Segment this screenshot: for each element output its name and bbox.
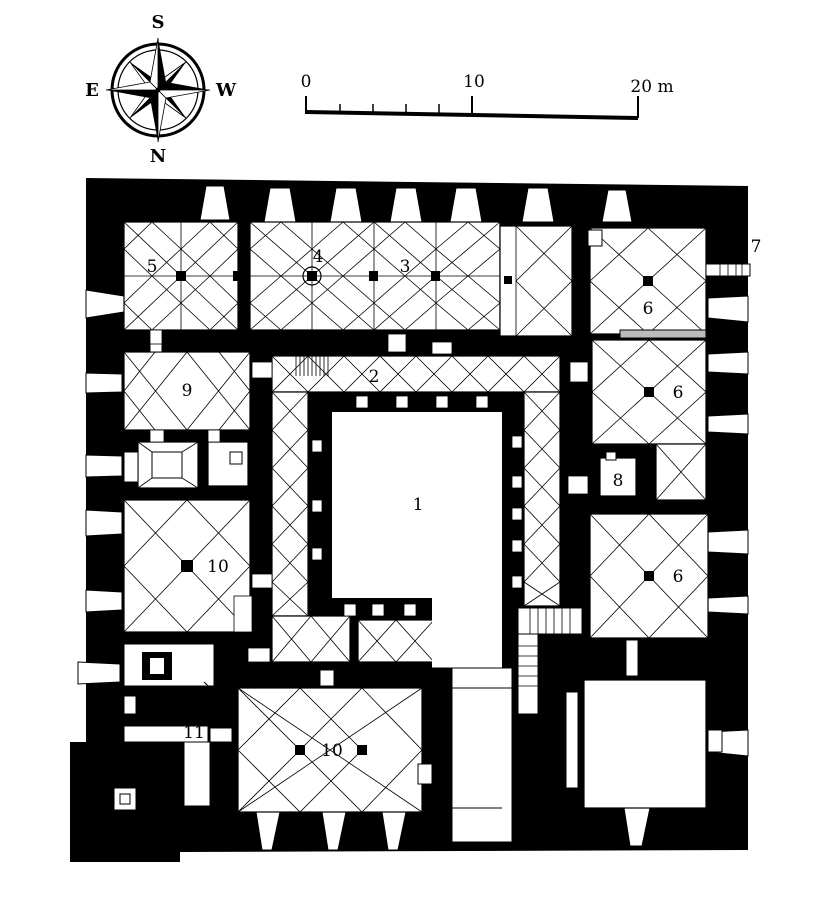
room-3-annex [499,225,573,337]
room-label-6-bottom: 6 [673,567,684,587]
scale-label-10: 10 [463,72,485,92]
stair-room [123,441,249,489]
compass-label-west: W [215,80,237,101]
room-label-8: 7 [751,237,762,257]
compass-label-east: E [85,80,99,101]
room-label-6-middle: 6 [673,383,684,403]
compass-rose [105,37,211,143]
room-label-4: 4 [313,247,324,267]
room-10-east [123,499,251,633]
room-label-11: 11 [183,723,205,743]
room-label-3: 3 [400,257,411,277]
room-6-bottom [589,513,709,639]
room-label-2: 2 [369,367,380,387]
room-bottom-right [565,639,723,809]
compass-label-south: S [152,12,165,33]
room-6-top [587,227,707,335]
courtyard [332,412,525,843]
room-label-5: 5 [147,257,158,277]
room-5 [123,221,241,331]
scale-label-0: 0 [301,72,312,92]
room-6-middle [591,329,707,445]
cloister-corridor [271,355,561,663]
room-label-6-top: 6 [643,299,654,319]
buttresses-left [77,289,125,685]
stair-west [517,607,583,715]
arcade-openings [311,395,523,617]
compass-label-north: N [150,146,166,167]
room-7 [599,451,637,497]
room-label-1: 1 [413,495,424,515]
buttresses-top [199,185,633,223]
se-corner [113,643,237,811]
room-10-north [237,669,433,813]
room-label-7: 8 [613,471,624,491]
room-6-middle-extension [655,443,707,501]
scale-bar [305,96,639,120]
room-9 [123,339,251,431]
room-label-9: 9 [182,381,193,401]
buttresses-bottom [255,807,651,851]
room-3-hall [249,221,501,331]
room-label-10-north: 10 [321,741,343,761]
room-8-passage [705,263,751,277]
scale-label-20m: 20 m [630,77,673,97]
room-label-10-east: 10 [207,557,229,577]
doorways [149,329,589,663]
